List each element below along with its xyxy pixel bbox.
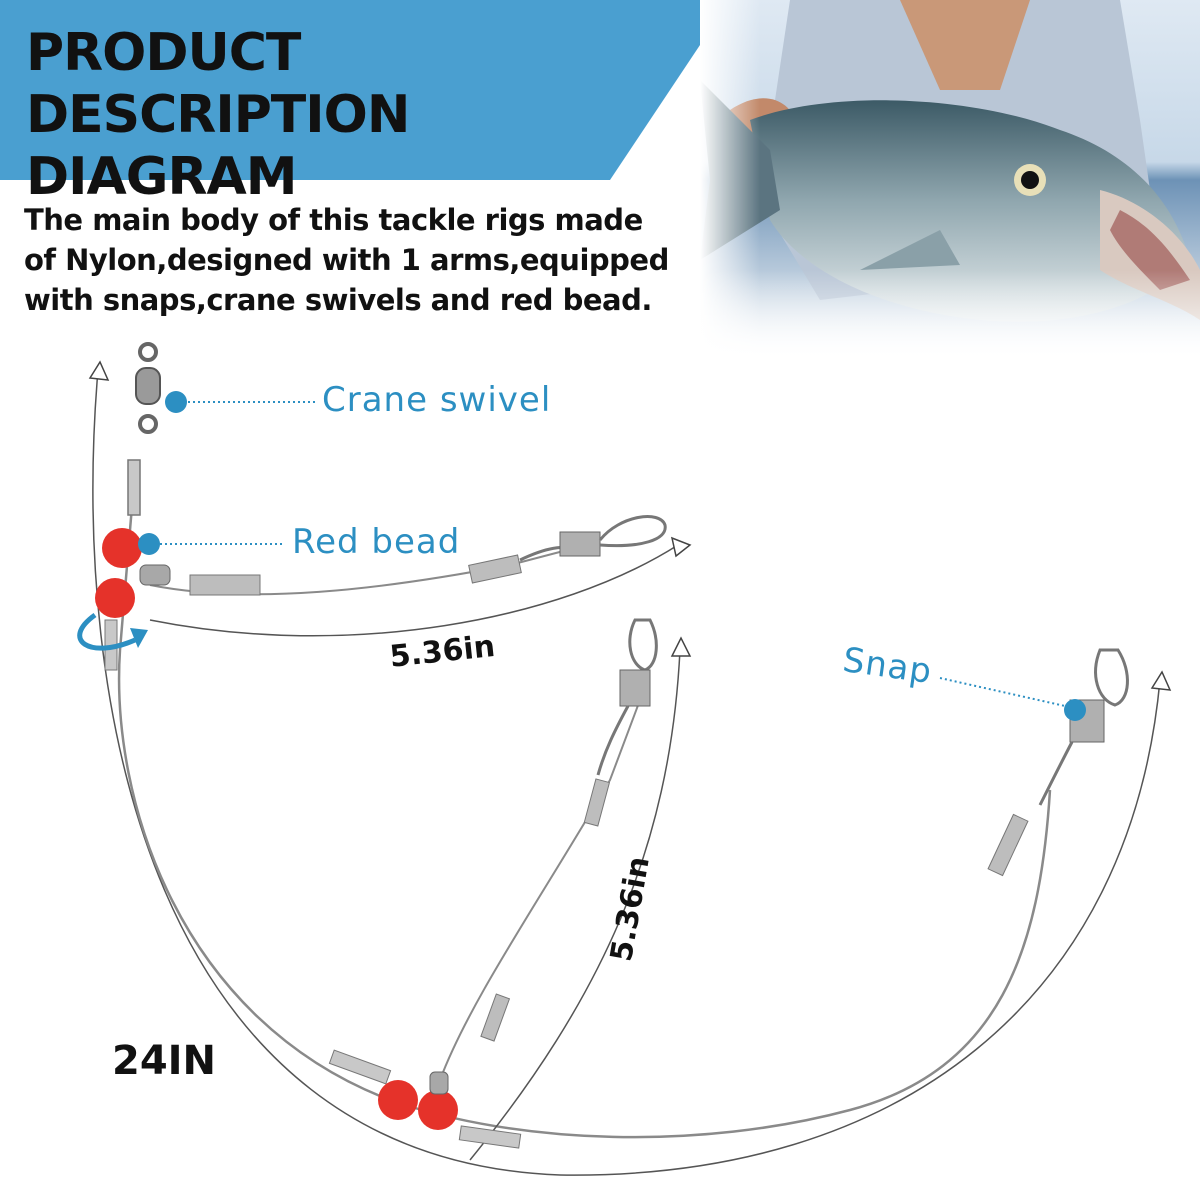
arrowhead-right	[1150, 670, 1172, 691]
snap-right	[987, 648, 1129, 877]
crane-swivel	[127, 342, 161, 516]
title-line-2: DIAGRAM	[26, 147, 297, 207]
rotate-arrow-icon	[77, 612, 137, 651]
rotate-arrowhead	[130, 628, 148, 648]
label-red-bead: Red bead	[292, 522, 461, 562]
description-line-3: with snaps,crane swivels and red bead.	[24, 283, 652, 317]
callout-dot-swivel	[165, 391, 187, 413]
main-line	[117, 469, 1052, 1139]
arrowhead-lower-arm	[670, 636, 692, 657]
lower-arm-line	[439, 699, 641, 1081]
lower-arm-arc	[469, 649, 681, 1161]
rig-diagram	[77, 342, 1172, 1176]
page-title: PRODUCT DESCRIPTION DIAGRAM	[26, 22, 686, 208]
red-beads-lower	[328, 1049, 522, 1149]
callout-dot-bead	[138, 533, 160, 555]
description-line-2: of Nylon,designed with 1 arms,equipped	[24, 243, 669, 277]
label-crane-swivel: Crane swivel	[322, 380, 552, 420]
callout-dot-snap	[1064, 699, 1086, 721]
title-line-1: PRODUCT DESCRIPTION	[26, 23, 410, 145]
fish-photo	[700, 0, 1200, 360]
arrowhead-top-left	[88, 360, 110, 381]
upper-arm-arc	[149, 544, 679, 637]
arrowhead-upper-arm	[670, 536, 692, 558]
dimension-total-length: 24IN	[112, 1038, 217, 1084]
snap-upper	[468, 515, 667, 584]
product-description: The main body of this tackle rigs made o…	[24, 200, 684, 320]
header-banner	[0, 0, 730, 180]
red-beads-upper	[95, 528, 261, 671]
snap-lower-arm	[480, 618, 658, 1042]
length-arc-outer	[92, 369, 1161, 1176]
description-line-1: The main body of this tackle rigs made	[24, 203, 643, 237]
callout-line-snap	[939, 677, 1066, 707]
